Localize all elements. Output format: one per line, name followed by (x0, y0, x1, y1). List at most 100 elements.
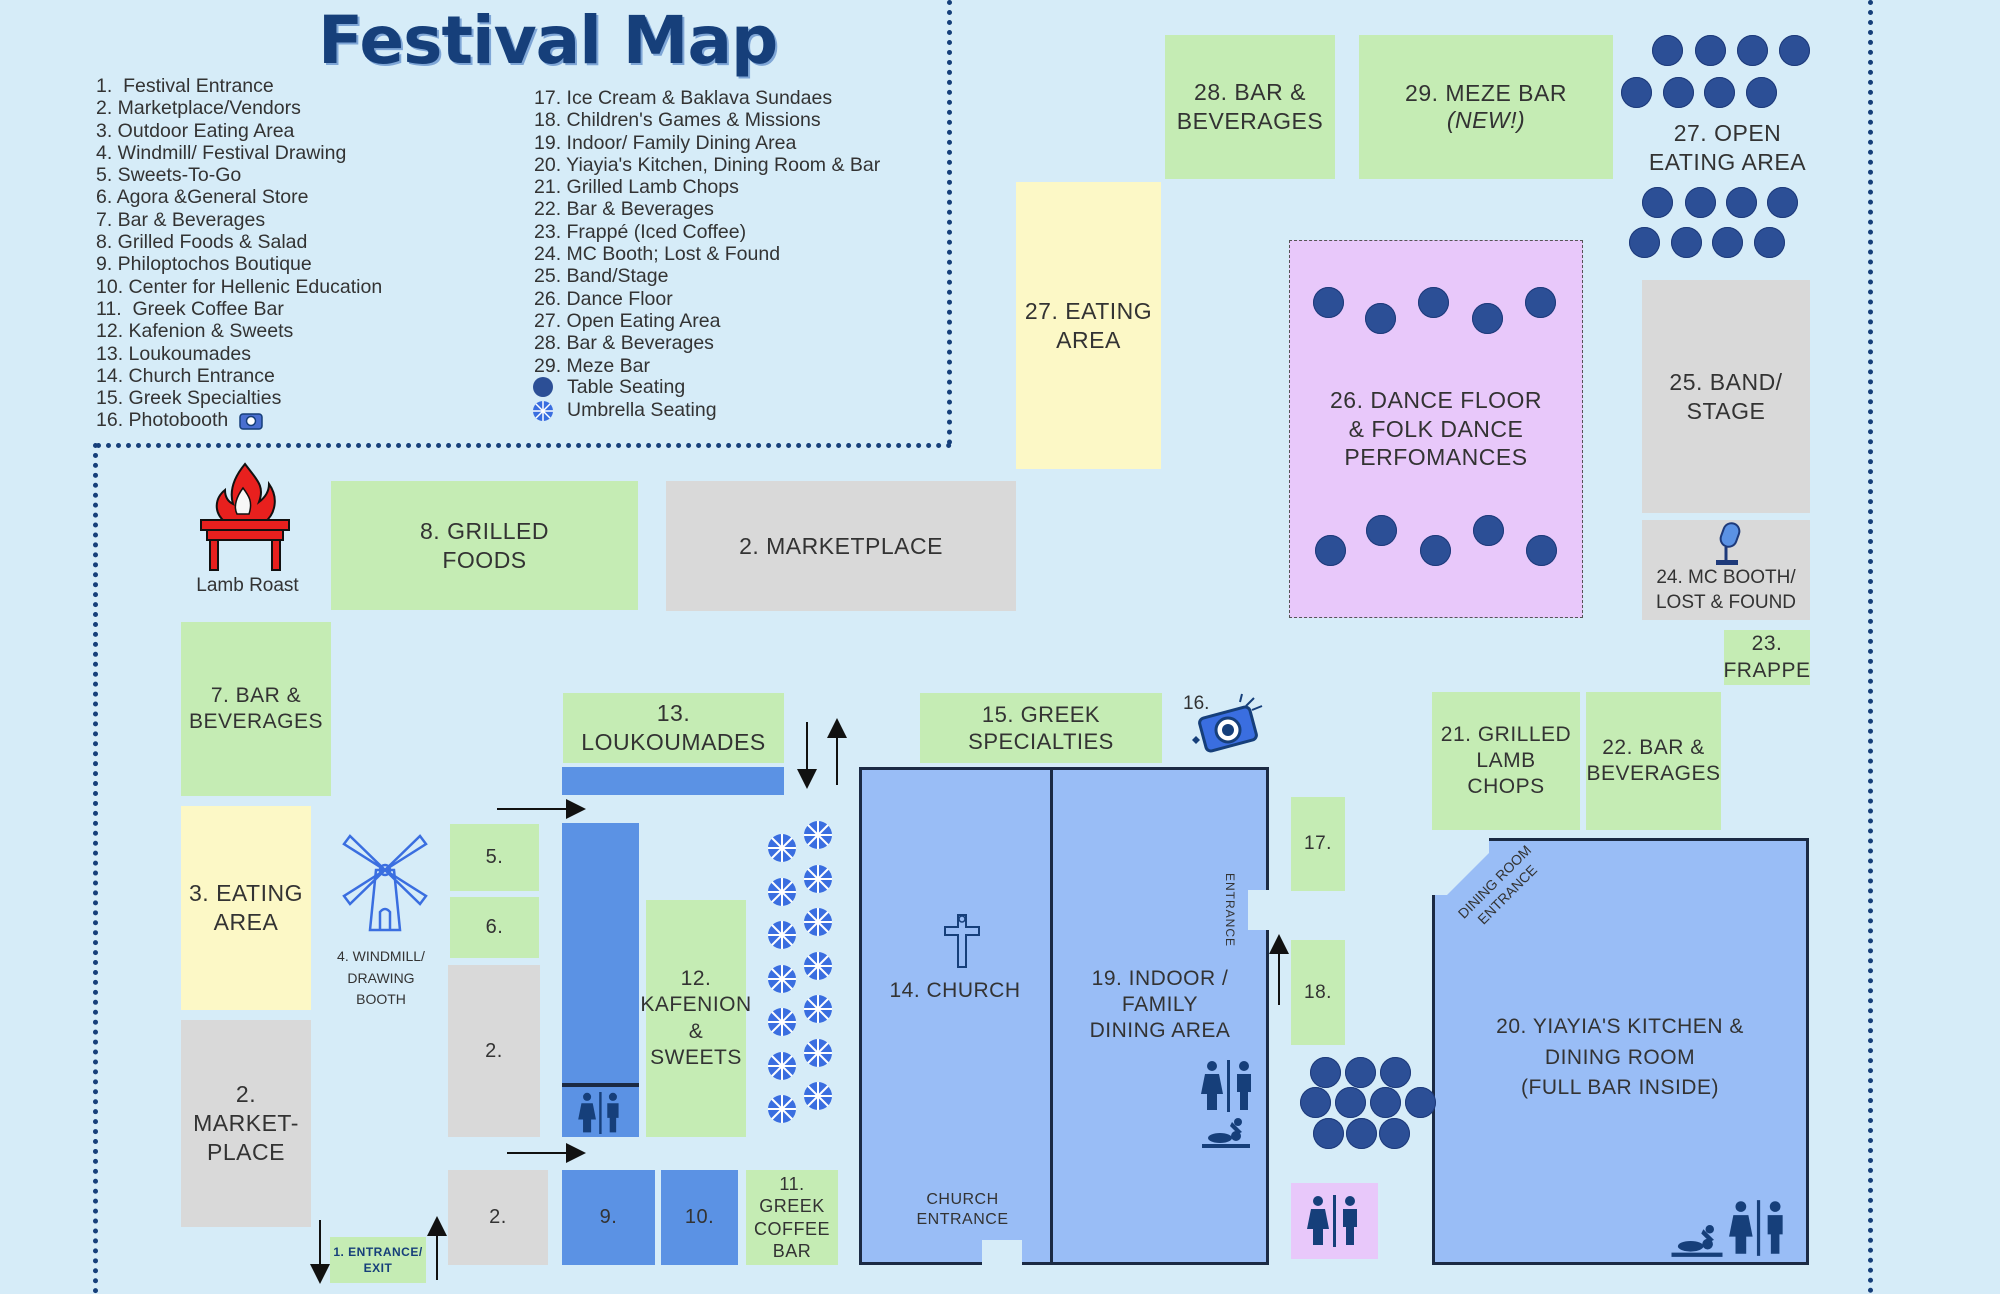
legend-item: 1. Festival Entrance (96, 75, 274, 97)
legend-item: 25. Band/Stage (534, 265, 669, 288)
vendor-divider (562, 1083, 639, 1087)
windmill-label: 4. WINDMILL/ DRAWING BOOTH (337, 948, 425, 1008)
legend-item: 27. Open Eating Area (534, 309, 721, 332)
legend-table-symbol (533, 377, 553, 397)
side-door[interactable] (1248, 890, 1272, 930)
church-building[interactable] (859, 767, 1269, 1265)
table-seat (1685, 187, 1716, 218)
zone-stall-18[interactable]: 18. (1291, 940, 1345, 1045)
zone-loukoumades-13[interactable]: 13. LOUKOUMADES (563, 693, 784, 763)
legend-border-right (947, 0, 952, 445)
zone-specialties-15[interactable]: 15. GREEK SPECIALTIES (920, 693, 1162, 763)
table-seat (1726, 187, 1757, 218)
zone-eating-3[interactable]: 3. EATING AREA (181, 806, 311, 1010)
zone-marketplace-left[interactable]: 2. MARKET- PLACE (181, 1020, 311, 1227)
church-divider (1050, 767, 1053, 1265)
table-seat (1370, 1087, 1401, 1118)
table-seat (1380, 1057, 1411, 1088)
photobooth-label: 16. (1183, 693, 1210, 714)
zone-stall-2a[interactable]: 2. (448, 965, 540, 1137)
zone-frappe[interactable]: 23. FRAPPE (1723, 630, 1810, 685)
table-seat (1310, 1057, 1341, 1088)
table-seat (1663, 77, 1694, 108)
legend-item: 29. Meze Bar (534, 354, 650, 377)
legend-item: 19. Indoor/ Family Dining Area (534, 131, 797, 154)
zone-kafenion-12[interactable]: 12. KAFENION & SWEETS (640, 900, 751, 1137)
table-seat (1779, 35, 1810, 66)
table-seat (1313, 1118, 1344, 1149)
table-seat (1418, 287, 1449, 318)
zone-stall-9[interactable]: 9. (562, 1170, 655, 1265)
restroom-icon (1201, 1060, 1251, 1112)
umbrella-seat (803, 820, 833, 850)
church-door[interactable] (982, 1240, 1022, 1268)
zone-stall-17[interactable]: 17. (1291, 797, 1345, 891)
map-border-left (93, 443, 98, 1294)
legend-item: 16. Photobooth (96, 409, 229, 432)
zone-church-14: 14. CHURCH (889, 978, 1021, 1002)
umbrella-seat (767, 1007, 797, 1037)
zone-grilled-foods[interactable]: 8. GRILLED FOODS (331, 481, 638, 610)
table-seat (1346, 1118, 1377, 1149)
zone-bar-7[interactable]: 7. BAR & BEVERAGES (181, 622, 331, 796)
table-seat (1379, 1118, 1410, 1149)
legend-item: 21. Grilled Lamb Chops (534, 176, 739, 199)
table-seat (1315, 535, 1346, 566)
table-seat (1671, 227, 1702, 258)
legend-item: 2. Marketplace/Vendors (96, 97, 301, 120)
zone-stall-2b[interactable]: 2. (448, 1170, 548, 1265)
loukoumades-counter (562, 767, 784, 795)
zone-eating-27[interactable]: 27. EATING AREA (1016, 182, 1161, 469)
umbrella-seat (803, 907, 833, 937)
legend-item: 23. Frappé (Iced Coffee) (534, 220, 747, 243)
umbrella-seat (767, 833, 797, 863)
legend-item: 9. Philoptochos Boutique (96, 253, 312, 276)
zone-coffee-11[interactable]: 11. GREEK COFFEE BAR (746, 1170, 838, 1265)
cross-icon (944, 914, 980, 968)
legend-item: 24. MC Booth; Lost & Found (534, 243, 781, 266)
table-seat (1345, 1057, 1376, 1088)
legend-item: 11. Greek Coffee Bar (96, 297, 284, 320)
kitchen-building[interactable] (1432, 838, 1809, 1265)
meze-label: 29. MEZE BAR (1405, 80, 1567, 106)
legend-item: 18. Children's Games & Missions (534, 109, 821, 132)
table-seat (1642, 187, 1673, 218)
legend-item: 22. Bar & Beverages (534, 198, 714, 221)
zone-lamb-21[interactable]: 21. GRILLED LAMB CHOPS (1432, 692, 1580, 830)
legend-umbrella-label: Umbrella Seating (567, 399, 717, 421)
zone-stall-5[interactable]: 5. (450, 824, 539, 891)
zone-stall-10[interactable]: 10. (661, 1170, 738, 1265)
table-seat (1712, 227, 1743, 258)
zone-meze-29[interactable]: 29. MEZE BAR (NEW!) (1359, 35, 1613, 179)
photobooth-legend-icon (239, 413, 263, 430)
table-seat (1300, 1087, 1331, 1118)
legend-item: 13. Loukoumades (96, 342, 252, 365)
table-seat (1767, 187, 1798, 218)
zone-dining-19: 19. INDOOR / FAMILY DINING AREA (1089, 966, 1231, 1043)
table-seat (1737, 35, 1768, 66)
legend-item: 14. Church Entrance (96, 364, 275, 387)
umbrella-seat (803, 1081, 833, 1111)
umbrella-seat (803, 864, 833, 894)
zone-stall-6[interactable]: 6. (450, 897, 539, 958)
camera-icon (1192, 693, 1263, 753)
zone-bar-22[interactable]: 22. BAR & BEVERAGES (1586, 692, 1721, 830)
legend-item: 28. Bar & Beverages (534, 332, 714, 355)
zone-bar-28[interactable]: 28. BAR & BEVERAGES (1165, 35, 1335, 179)
zone-marketplace-top[interactable]: 2. MARKETPLACE (666, 481, 1016, 611)
legend-item: 4. Windmill/ Festival Drawing (96, 141, 347, 164)
legend-item: 7. Bar & Beverages (96, 208, 266, 231)
zone-band-stage[interactable]: 25. BAND/ STAGE (1642, 280, 1810, 513)
table-seat (1621, 77, 1652, 108)
restroom-icon (1307, 1195, 1357, 1247)
legend-table-label: Table Seating (567, 376, 686, 398)
umbrella-seat (767, 877, 797, 907)
table-seat (1472, 303, 1503, 334)
zone-entrance[interactable]: 1. ENTRANCE/ EXIT (330, 1237, 426, 1283)
umbrella-seat (803, 1038, 833, 1068)
restroom-icon (578, 1092, 619, 1134)
legend-item: 5. Sweets-To-Go (96, 164, 242, 187)
table-seat (1335, 1087, 1366, 1118)
